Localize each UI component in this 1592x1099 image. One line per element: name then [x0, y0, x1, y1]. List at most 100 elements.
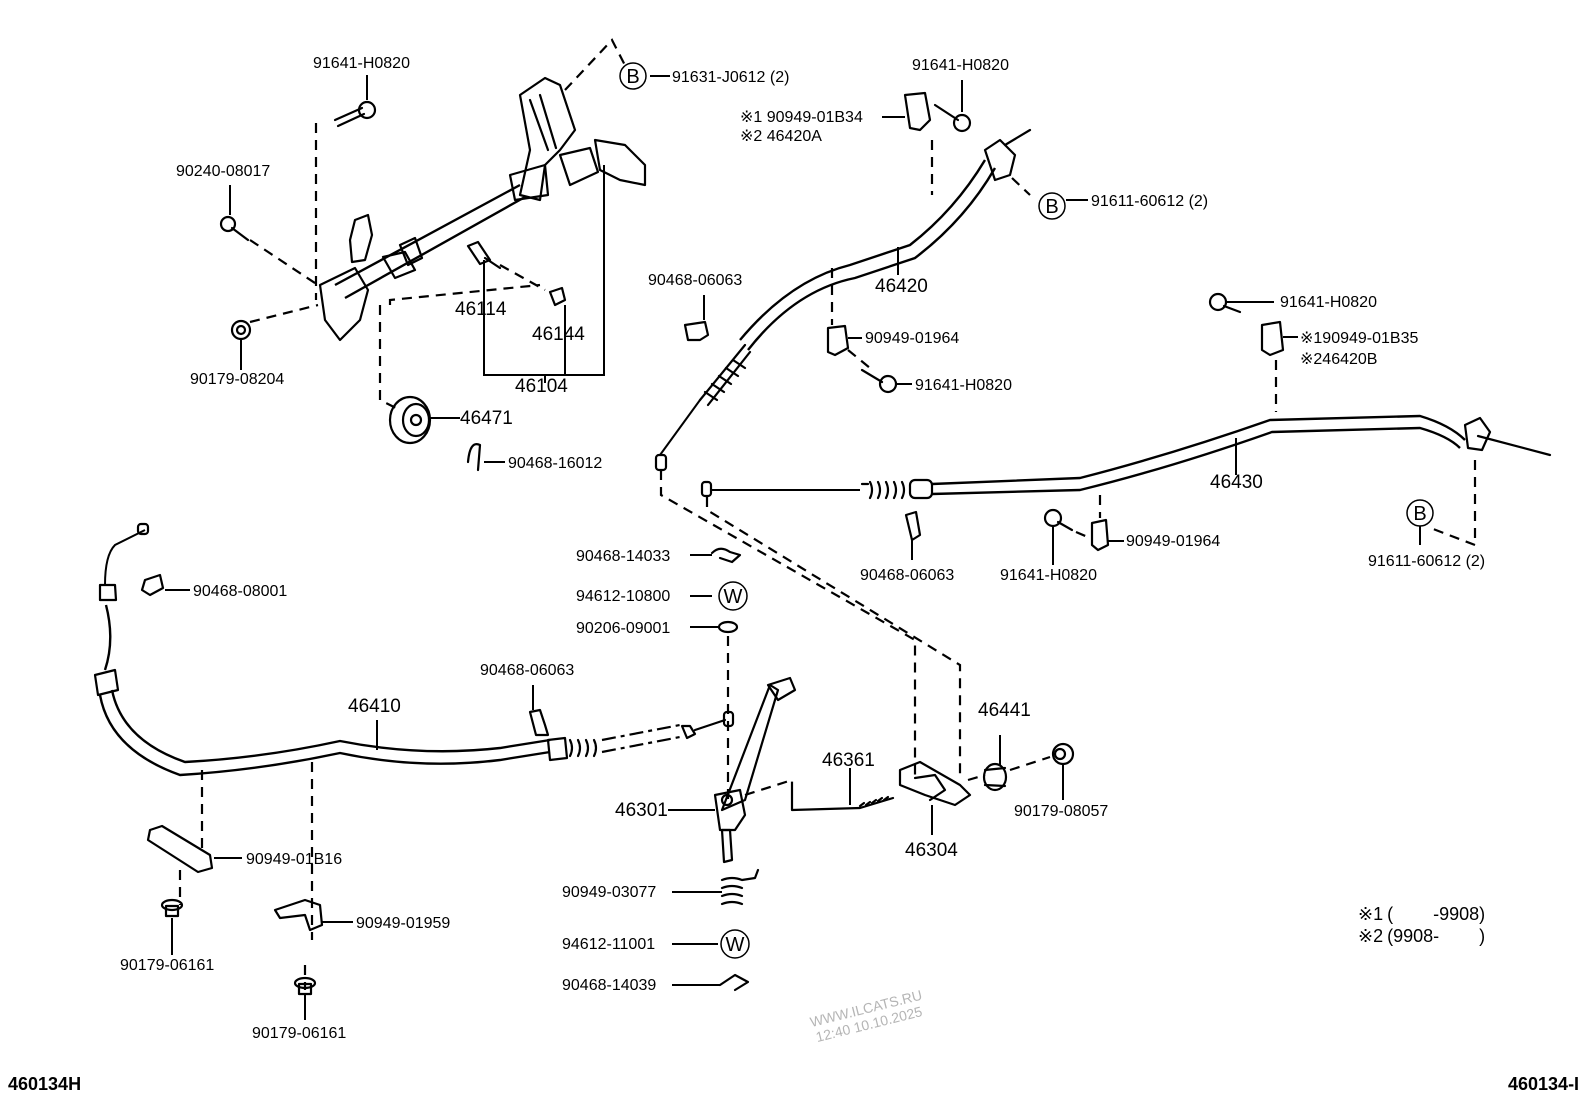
label-90468-14039[interactable]: 90468-14039 — [562, 977, 656, 994]
illustration-code-left: 460134H — [8, 1074, 81, 1094]
callout-b-letter: B — [1413, 503, 1426, 525]
label-46420b[interactable]: ※246420B — [1300, 351, 1377, 368]
bracket-90949-01b16[interactable] — [146, 824, 214, 874]
callout-b-46430[interactable]: B — [1406, 499, 1434, 527]
nut-90179-08204[interactable] — [230, 319, 252, 341]
grommet-46471[interactable] — [388, 395, 432, 445]
spring-90949-03077[interactable] — [720, 868, 760, 906]
label-90179-08204[interactable]: 90179-08204 — [190, 371, 284, 388]
svg-text:※1( -9908): ※1( -9908) — [1358, 904, 1485, 924]
label-90949-01b34[interactable]: ※1 90949-01B34 — [740, 109, 863, 126]
label-91641-h0820-lower[interactable]: 91641-H0820 — [1000, 567, 1097, 584]
bolt-91641-h0820-mid[interactable] — [860, 368, 898, 394]
label-90949-03077[interactable]: 90949-03077 — [562, 884, 656, 901]
bolt-91641-h0820-top[interactable] — [333, 100, 377, 128]
bracket-90949-01964-lower[interactable] — [1090, 518, 1110, 552]
svg-text:※2(9908- ): ※2(9908- ) — [1358, 926, 1485, 946]
label-46301[interactable]: 46301 — [615, 800, 668, 821]
adjusting-nut-46441[interactable] — [982, 762, 1008, 792]
label-46420a[interactable]: ※2 46420A — [740, 128, 822, 145]
bolt-91641-h0820-lower[interactable] — [1043, 508, 1074, 532]
bracket-90949-01b34[interactable] — [903, 91, 932, 132]
label-91611-60612-46420[interactable]: 91611-60612 (2) — [1091, 193, 1208, 210]
equalizer-46304[interactable] — [898, 760, 972, 807]
nut-90179-06161-right[interactable] — [293, 976, 317, 996]
label-90468-06063-46410[interactable]: 90468-06063 — [480, 662, 574, 679]
clip-90468-14039[interactable] — [718, 973, 750, 992]
label-90468-06063-upper[interactable]: 90468-06063 — [648, 272, 742, 289]
label-91611-60612-46430[interactable]: 91611-60612 (2) — [1368, 553, 1485, 570]
label-90468-06063-46430[interactable]: 90468-06063 — [860, 567, 954, 584]
callout-w-letter: W — [724, 586, 743, 608]
rod-46361[interactable] — [790, 788, 895, 812]
note-1-mark: ※1 — [1358, 904, 1383, 924]
label-91641-h0820-46420-bolt[interactable]: 91641-H0820 — [912, 57, 1009, 74]
part-number-labels: 91641-H0820 91631-J0612 (2) 90240-08017 901… — [120, 55, 1485, 1042]
label-46420[interactable]: 46420 — [875, 276, 928, 297]
label-90240-08017[interactable]: 90240-08017 — [176, 163, 270, 180]
note-2-text: (9908- ) — [1387, 926, 1485, 946]
label-90179-06161-left[interactable]: 90179-06161 — [120, 957, 214, 974]
bracket-90949-01959[interactable] — [273, 898, 324, 932]
label-46304[interactable]: 46304 — [905, 840, 958, 861]
label-46441[interactable]: 46441 — [978, 700, 1031, 721]
label-90179-06161-right[interactable]: 90179-06161 — [252, 1025, 346, 1042]
label-90949-01959[interactable]: 90949-01959 — [356, 915, 450, 932]
label-91641-h0820-lever-bolt[interactable]: 91641-H0820 — [313, 55, 410, 72]
label-46471[interactable]: 46471 — [460, 408, 513, 429]
washer-90206-09001[interactable] — [717, 620, 739, 634]
clip-90468-08001[interactable] — [140, 573, 165, 597]
label-90468-14033[interactable]: 90468-14033 — [576, 548, 670, 565]
label-46410[interactable]: 46410 — [348, 696, 401, 717]
note-1-text: ( -9908) — [1387, 904, 1485, 924]
lever-46301[interactable] — [713, 676, 797, 864]
clip-90468-14033[interactable] — [710, 547, 742, 564]
callout-b-letter: B — [626, 66, 639, 88]
label-94612-10800[interactable]: 94612-10800 — [576, 588, 670, 605]
nut-90179-08057[interactable] — [1051, 742, 1075, 766]
clip-90468-06063-46430[interactable] — [904, 510, 922, 542]
label-90949-01b16[interactable]: 90949-01B16 — [246, 851, 342, 868]
clip-90468-16012[interactable] — [466, 443, 482, 472]
brake-lever-assembly[interactable] — [318, 76, 647, 342]
label-90468-16012[interactable]: 90468-16012 — [508, 455, 602, 472]
callout-w-grease-upper[interactable]: W — [718, 581, 748, 611]
callout-b-top[interactable]: B — [619, 62, 647, 90]
label-46430[interactable]: 46430 — [1210, 472, 1263, 493]
callout-b-46420[interactable]: B — [1038, 192, 1066, 220]
label-90468-08001[interactable]: 90468-08001 — [193, 583, 287, 600]
callout-w-grease-lower[interactable]: W — [720, 929, 750, 959]
cable-46410[interactable] — [93, 522, 735, 777]
label-90949-01964-upper[interactable]: 90949-01964 — [865, 330, 959, 347]
label-91641-h0820-mid[interactable]: 91641-H0820 — [915, 377, 1012, 394]
label-91631-j0612[interactable]: 91631-J0612 (2) — [672, 69, 789, 86]
bolt-90240-08017[interactable] — [219, 215, 250, 242]
callout-b-letter: B — [1045, 196, 1058, 218]
label-90206-09001[interactable]: 90206-09001 — [576, 620, 670, 637]
callout-w-letter: W — [726, 934, 745, 956]
label-90179-08057[interactable]: 90179-08057 — [1014, 803, 1108, 820]
applicability-notes: ※1( -9908) ※2(9908- ) — [1358, 904, 1485, 946]
illustration-code-right: 460134-I — [1508, 1074, 1579, 1094]
label-46361[interactable]: 46361 — [822, 750, 875, 771]
pin-46114[interactable] — [466, 240, 502, 270]
label-91641-h0820-right[interactable]: 91641-H0820 — [1280, 294, 1377, 311]
cable-46420[interactable] — [654, 128, 1032, 472]
label-90949-01964-lower[interactable]: 90949-01964 — [1126, 533, 1220, 550]
clip-46144[interactable] — [548, 286, 567, 307]
clip-90468-06063-upper[interactable] — [683, 320, 710, 342]
label-46144[interactable]: 46144 — [532, 324, 585, 345]
label-94612-11001[interactable]: 94612-11001 — [562, 936, 655, 953]
label-46114[interactable]: 46114 — [455, 299, 507, 320]
bracket-90949-01964-upper[interactable] — [826, 324, 850, 357]
clip-90468-06063-46410[interactable] — [528, 708, 550, 737]
nut-90179-06161-left[interactable] — [160, 898, 184, 918]
label-46104[interactable]: 46104 — [515, 376, 568, 397]
label-90949-01b35[interactable]: ※190949-01B35 — [1300, 330, 1418, 347]
cable-46430[interactable] — [700, 414, 1552, 500]
watermark: WWW.ILCATS.RU 12:40 10.10.2025 — [808, 987, 924, 1045]
note-2-mark: ※2 — [1358, 926, 1383, 946]
bolt-91641-h0820-46420[interactable] — [933, 103, 972, 133]
bracket-90949-01b35[interactable] — [1260, 320, 1285, 357]
